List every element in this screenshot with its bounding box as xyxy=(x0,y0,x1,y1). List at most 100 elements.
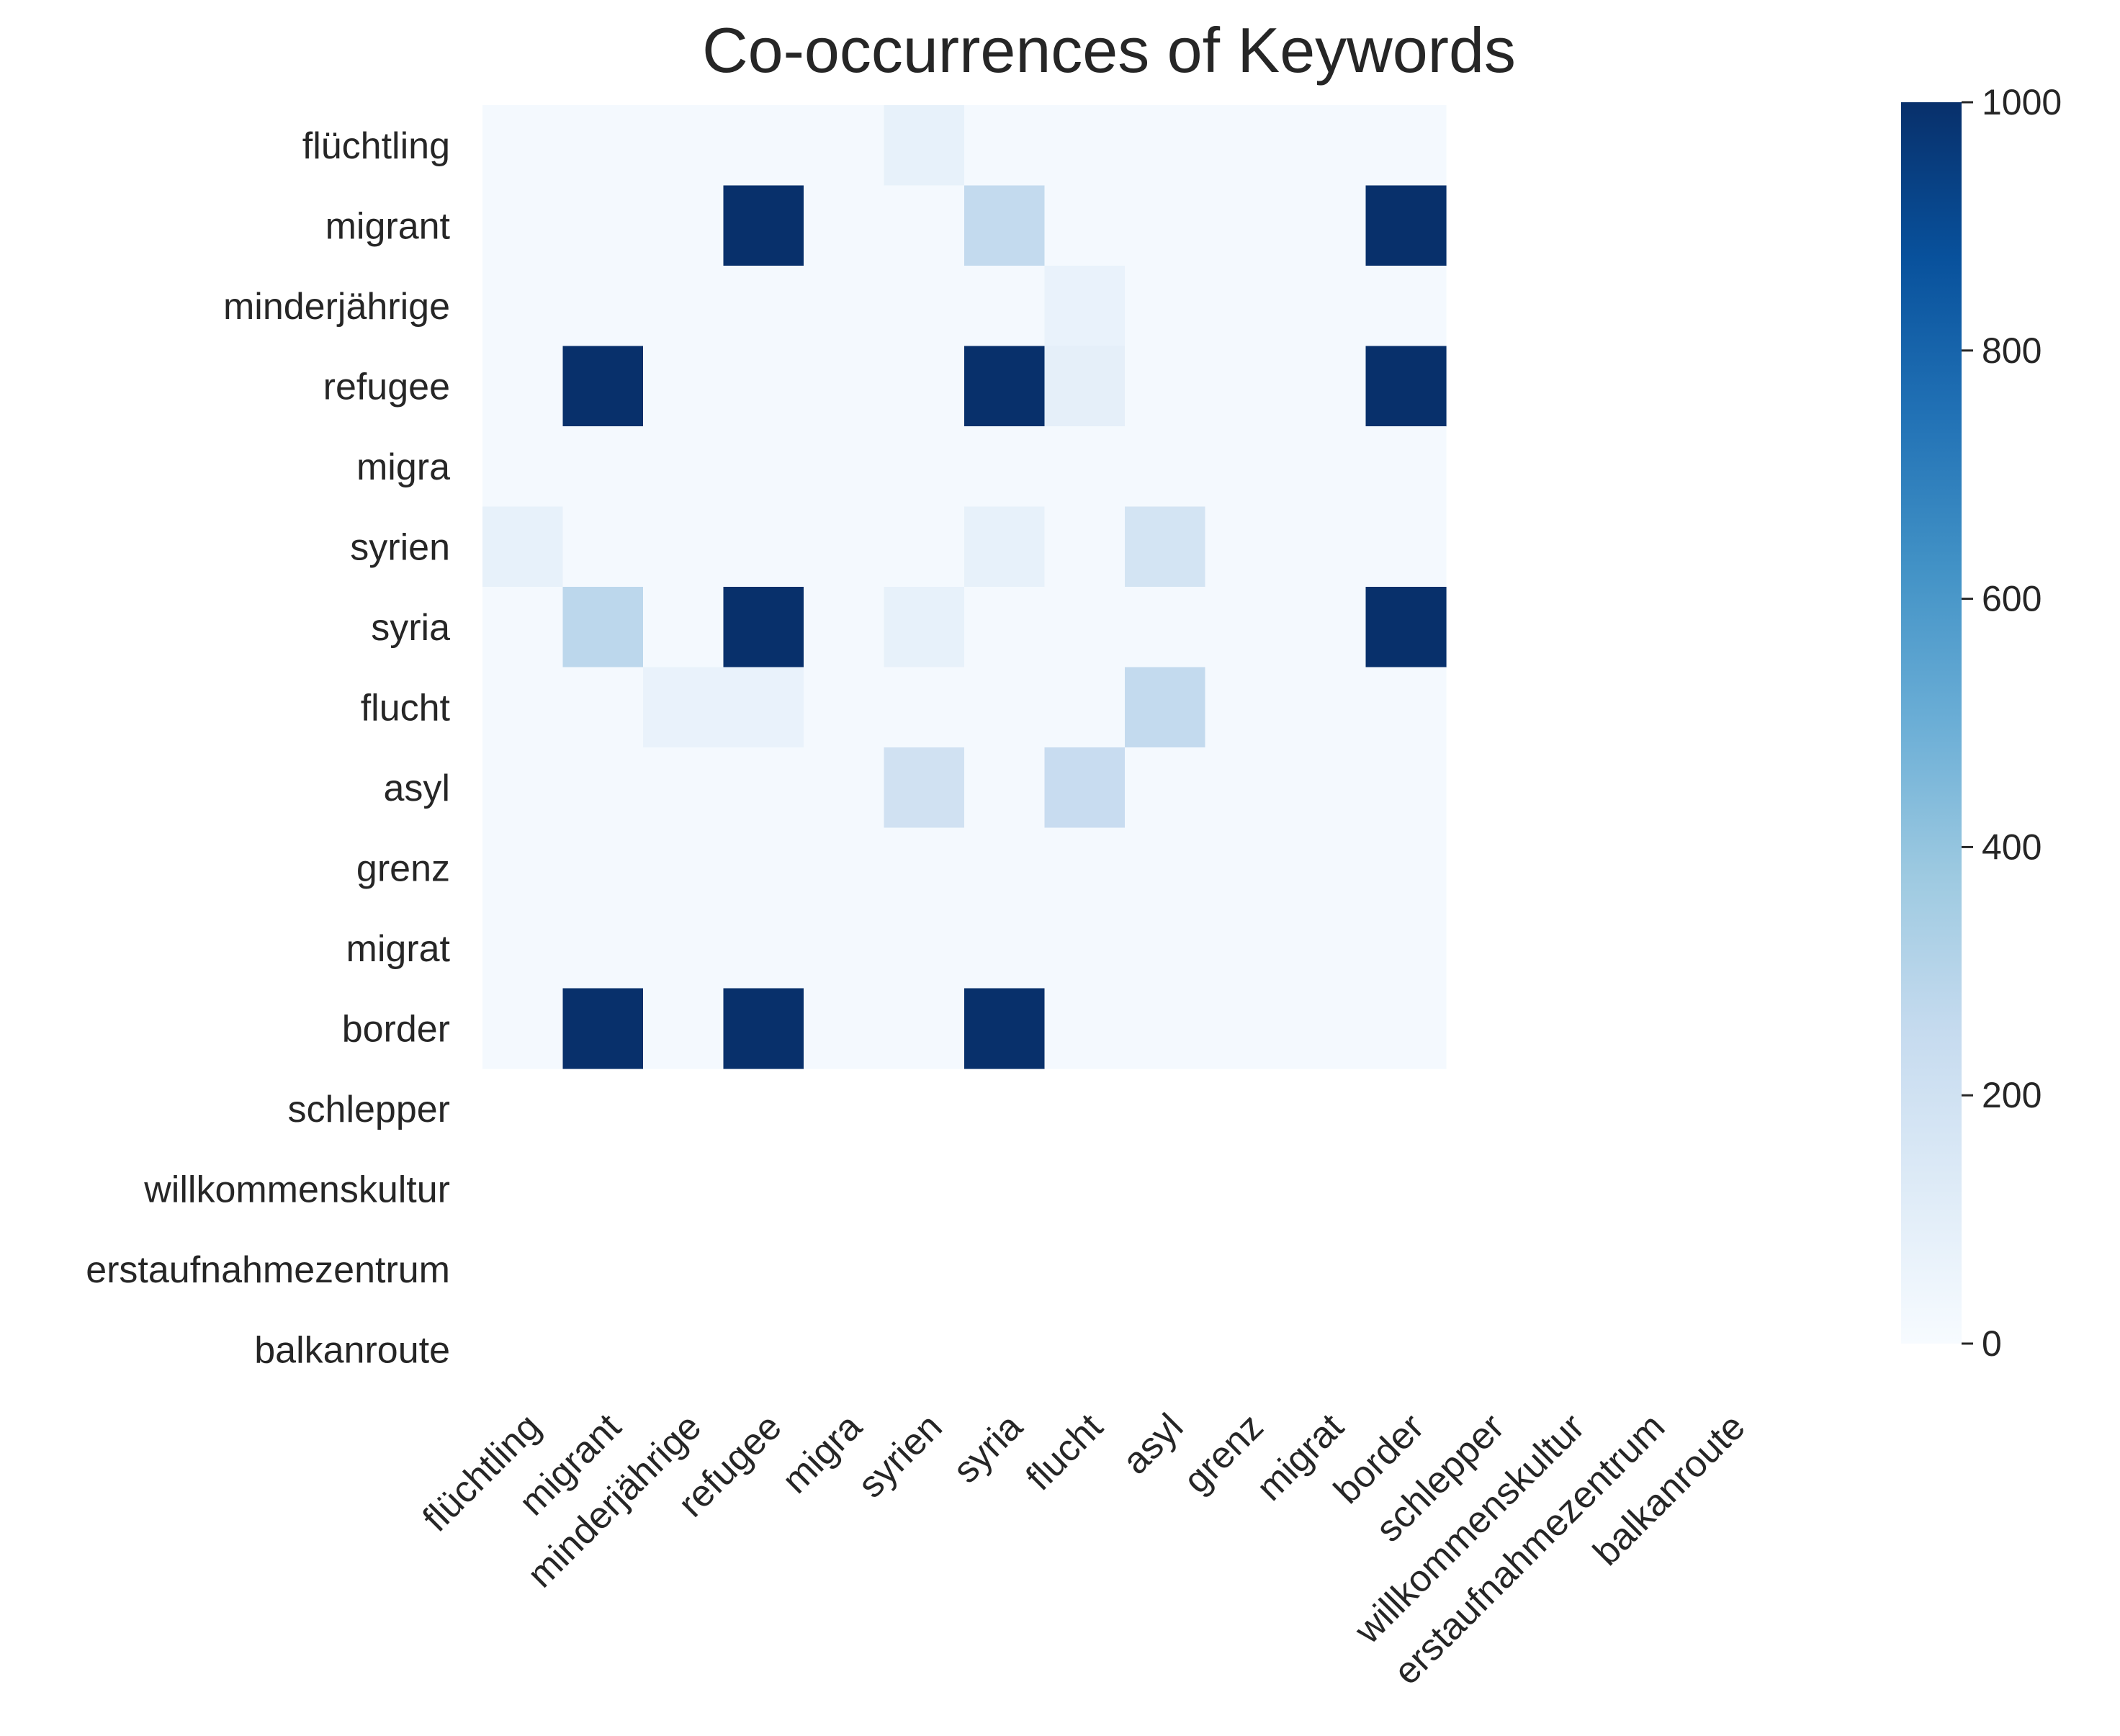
heatmap-cell xyxy=(964,426,1046,508)
heatmap-cell xyxy=(482,587,564,668)
heatmap-cell xyxy=(1205,506,1286,588)
colorbar-tick-label: 200 xyxy=(1982,1075,2042,1115)
heatmap-cell xyxy=(643,747,724,829)
heatmap-cell xyxy=(723,426,804,508)
x-tick-label: syrien xyxy=(850,1406,951,1506)
heatmap-cell xyxy=(562,346,644,427)
heatmap-cell xyxy=(1125,908,1206,989)
heatmap-cell xyxy=(562,426,644,508)
heatmap-cell xyxy=(804,105,885,186)
heatmap-cell xyxy=(1285,105,1367,186)
heatmap-cell xyxy=(482,988,564,1069)
heatmap-cell xyxy=(884,827,965,909)
y-tick-label: minderjährige xyxy=(223,286,450,328)
y-tick-label: border xyxy=(342,1008,450,1050)
heatmap-cell xyxy=(723,827,804,909)
heatmap-cell xyxy=(1365,667,1447,748)
heatmap-cell xyxy=(1125,587,1206,668)
heatmap-cell xyxy=(804,426,885,508)
heatmap-cell xyxy=(1365,185,1447,266)
heatmap-cell xyxy=(562,908,644,989)
heatmap-cell xyxy=(482,506,564,588)
x-tick-label: flucht xyxy=(1018,1406,1111,1498)
colorbar-tick-label: 0 xyxy=(1982,1323,2002,1364)
heatmap-cell xyxy=(1365,266,1447,347)
heatmap-cell xyxy=(884,346,965,427)
heatmap-cell xyxy=(1365,988,1447,1069)
y-tick-label: flucht xyxy=(361,687,451,729)
y-tick-label: migra xyxy=(356,446,450,488)
x-tick-label: migra xyxy=(774,1406,870,1501)
heatmap-cell xyxy=(1044,426,1126,508)
heatmap-cell xyxy=(804,667,885,748)
heatmap-cell xyxy=(643,105,724,186)
heatmap-cell xyxy=(964,587,1046,668)
heatmap-cell xyxy=(804,747,885,829)
y-tick-label: migrant xyxy=(325,205,451,247)
heatmap-cell xyxy=(1205,587,1286,668)
heatmap-cell xyxy=(1205,667,1286,748)
heatmap-cell xyxy=(723,266,804,347)
heatmap-cell xyxy=(1365,587,1447,668)
heatmap-cell xyxy=(964,185,1046,266)
heatmap-cell xyxy=(562,667,644,748)
heatmap-cell xyxy=(1125,506,1206,588)
heatmap-cell xyxy=(884,908,965,989)
heatmap-cell xyxy=(482,667,564,748)
heatmap-cell xyxy=(884,747,965,829)
heatmap-cell xyxy=(884,667,965,748)
heatmap-cell xyxy=(1285,185,1367,266)
y-tick-label: syria xyxy=(371,607,450,649)
heatmap-cell xyxy=(1365,506,1447,588)
heatmap-cell xyxy=(1285,667,1367,748)
heatmap-cell xyxy=(482,827,564,909)
heatmap-cell xyxy=(1285,747,1367,829)
heatmap-cell xyxy=(1044,908,1126,989)
heatmap-cell xyxy=(723,185,804,266)
y-tick-label: schlepper xyxy=(288,1089,450,1130)
heatmap-cell xyxy=(884,506,965,588)
heatmap-cell xyxy=(1044,667,1126,748)
heatmap-cell xyxy=(804,988,885,1069)
colorbar-gradient xyxy=(1901,102,1962,1344)
heatmap-cell xyxy=(804,908,885,989)
heatmap-cell xyxy=(482,747,564,829)
heatmap-cell xyxy=(804,266,885,347)
heatmap-cell xyxy=(1365,747,1447,829)
heatmap-cell xyxy=(1285,346,1367,427)
chart-title: Co-occurrences of Keywords xyxy=(702,14,1516,86)
heatmap-cell xyxy=(723,105,804,186)
heatmap-cell xyxy=(884,185,965,266)
heatmap-cell xyxy=(964,266,1046,347)
heatmap-cell xyxy=(1205,827,1286,909)
y-tick-label: willkommenskultur xyxy=(143,1169,450,1210)
heatmap-cell xyxy=(804,506,885,588)
heatmap-cell xyxy=(1205,426,1286,508)
y-tick-label: syrien xyxy=(350,526,450,568)
heatmap-cell xyxy=(1285,266,1367,347)
heatmap-cell xyxy=(1285,827,1367,909)
colorbar-tick-label: 400 xyxy=(1982,827,2042,867)
heatmap-cell xyxy=(643,908,724,989)
heatmap-cell xyxy=(1285,426,1367,508)
y-tick-label: balkanroute xyxy=(254,1329,450,1371)
heatmap-cell xyxy=(884,988,965,1069)
heatmap-cell xyxy=(643,988,724,1069)
heatmap-cell xyxy=(1125,827,1206,909)
x-tick-label: syria xyxy=(946,1406,1031,1491)
heatmap-cell xyxy=(964,747,1046,829)
heatmap-cell xyxy=(643,266,724,347)
heatmap-cell xyxy=(723,908,804,989)
heatmap-cell xyxy=(643,185,724,266)
heatmap-cell xyxy=(804,346,885,427)
heatmap-cell xyxy=(964,667,1046,748)
heatmap-cell xyxy=(804,827,885,909)
y-tick-label: grenz xyxy=(356,847,450,889)
heatmap-cell xyxy=(1285,908,1367,989)
heatmap-cell xyxy=(1125,105,1206,186)
heatmap-cell xyxy=(1205,747,1286,829)
heatmap-cell xyxy=(1285,988,1367,1069)
heatmap-cell xyxy=(1285,506,1367,588)
heatmap-cell xyxy=(964,506,1046,588)
heatmap-cell xyxy=(1365,105,1447,186)
